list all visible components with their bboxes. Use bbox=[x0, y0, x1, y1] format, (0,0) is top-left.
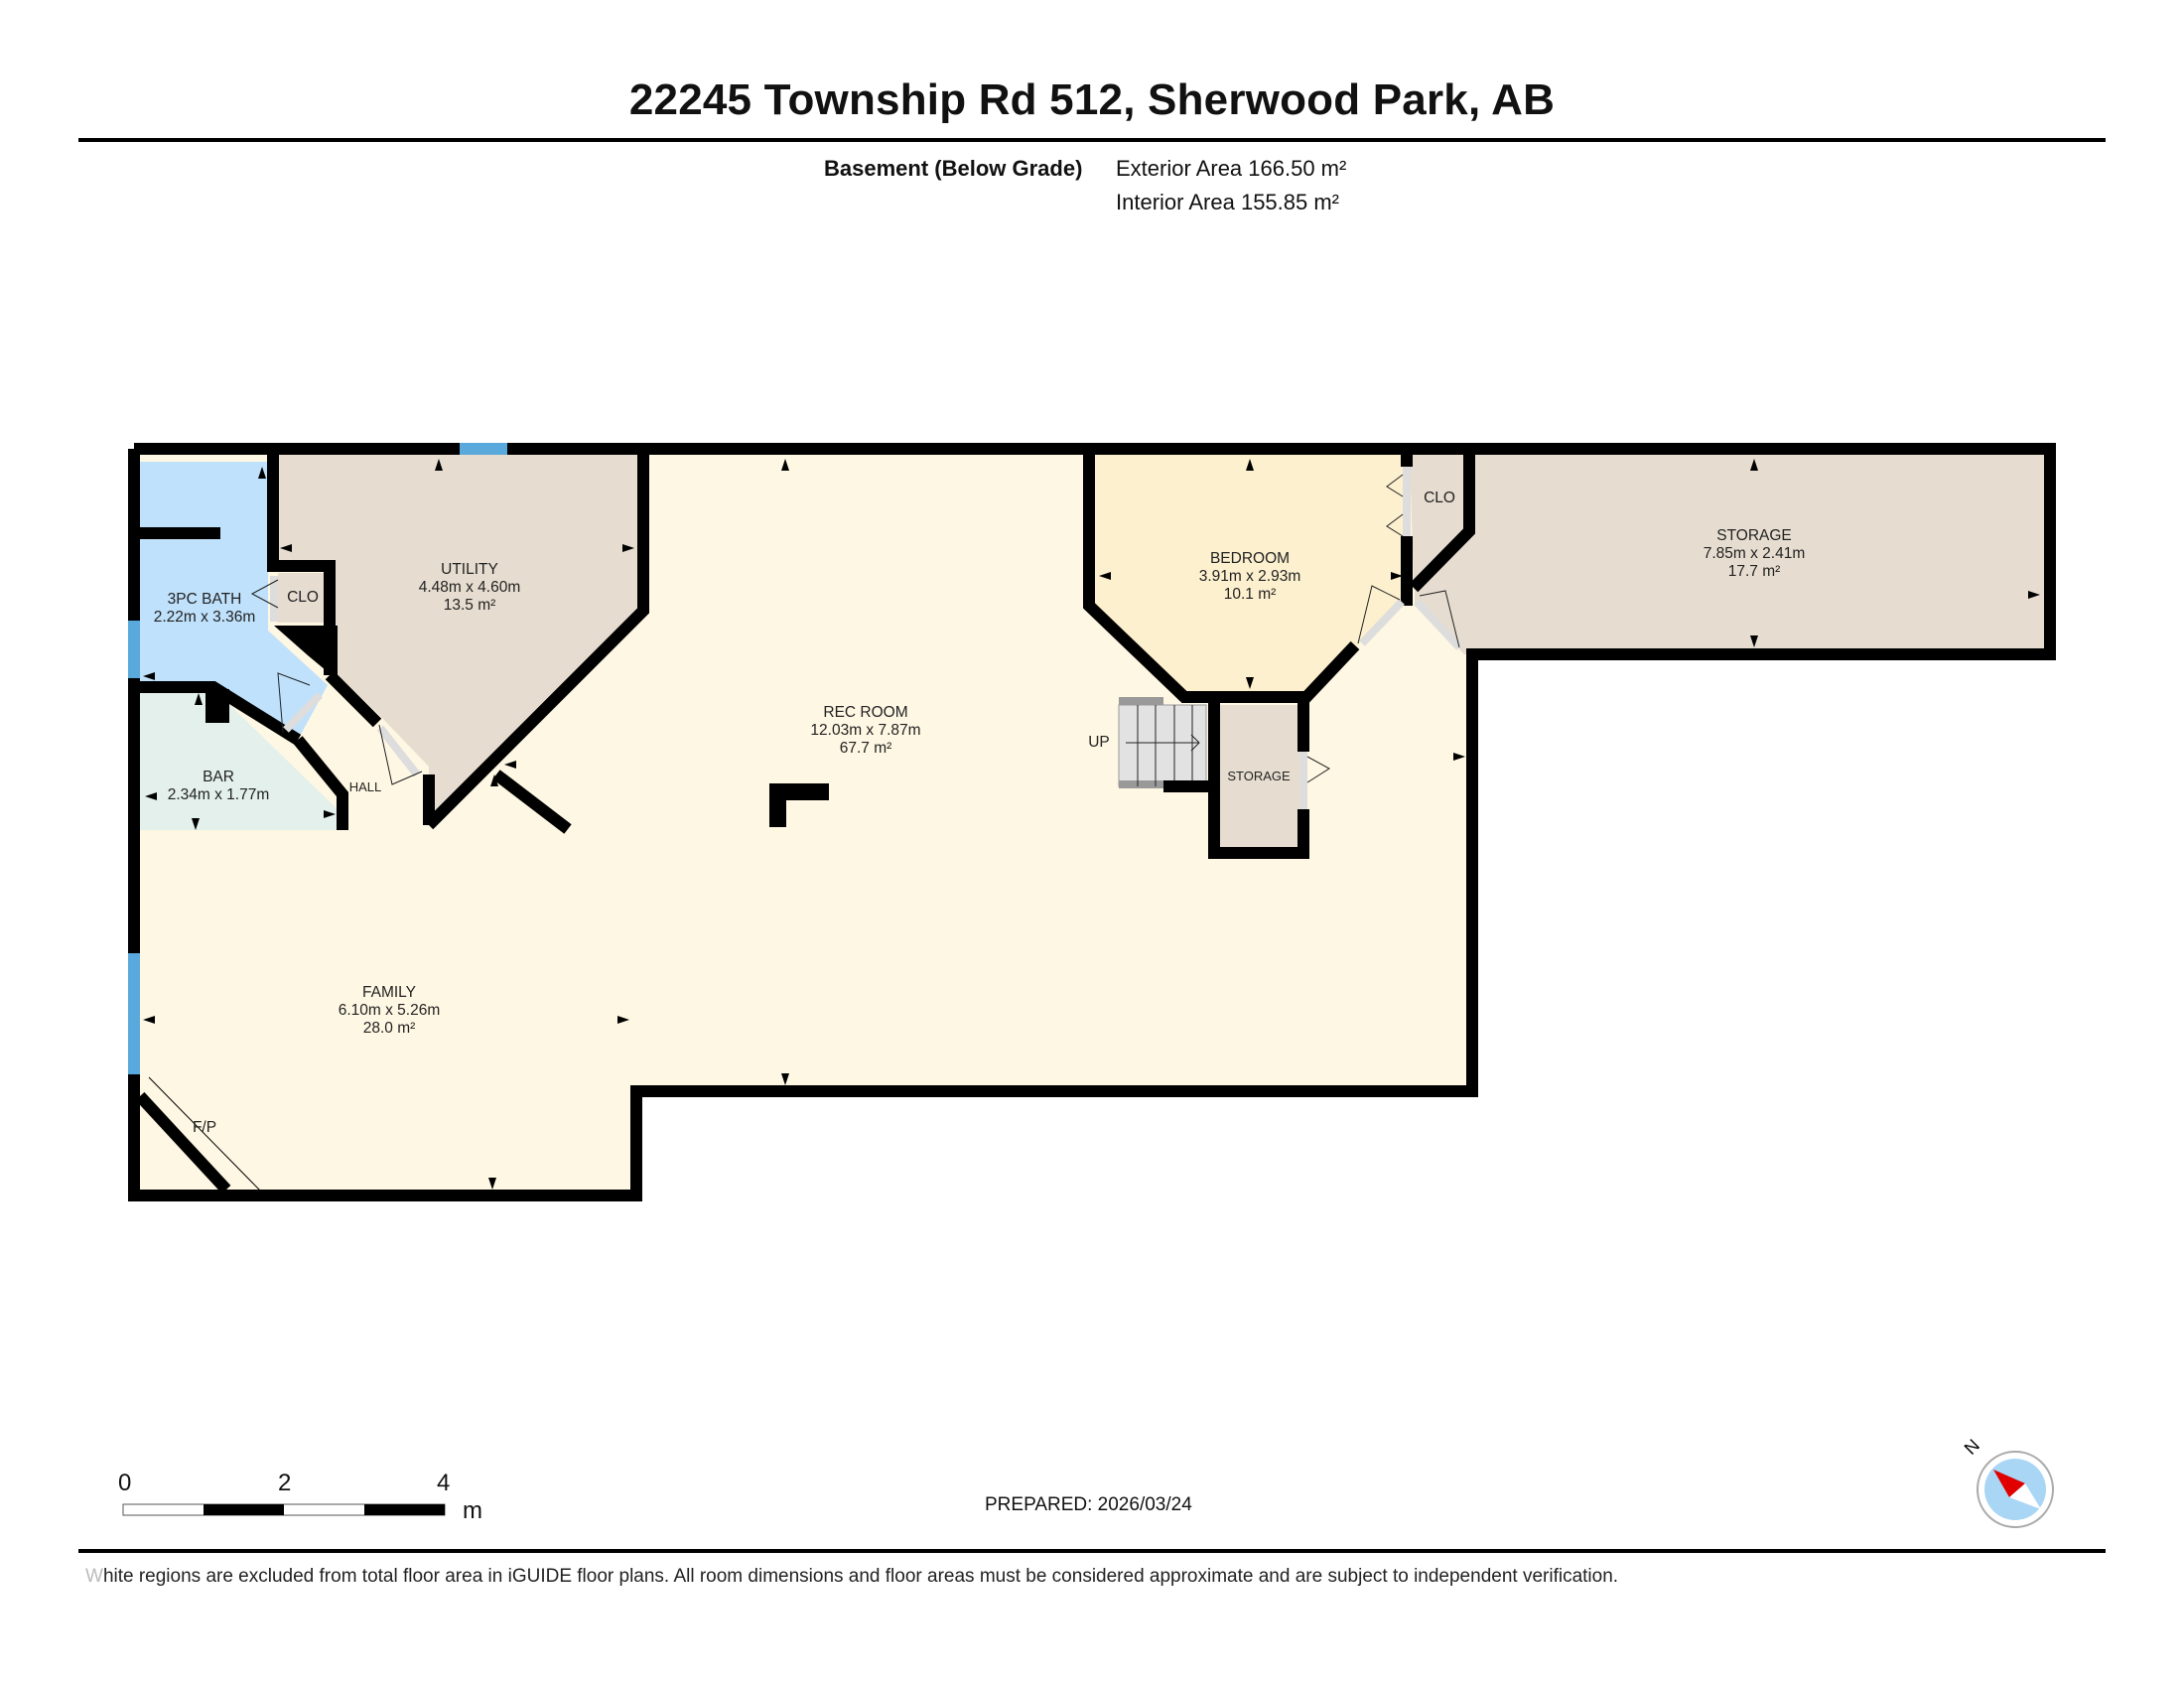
bath-closet-floor bbox=[278, 573, 330, 623]
bedroom-floor bbox=[1089, 455, 1407, 697]
window-bath bbox=[128, 621, 140, 678]
level-label: Basement (Below Grade) bbox=[824, 156, 1083, 181]
header-divider bbox=[78, 138, 2106, 142]
disclaimer: White regions are excluded from total fl… bbox=[85, 1566, 1619, 1587]
exterior-area: Exterior Area 166.50 m² bbox=[1116, 156, 1347, 181]
page-title: 22245 Township Rd 512, Sherwood Park, AB bbox=[628, 75, 1556, 124]
scale-bar bbox=[122, 1503, 446, 1516]
utility-dims: 4.48m x 4.60m bbox=[419, 579, 521, 596]
hall-name: HALL bbox=[349, 779, 382, 794]
rec-column-2 bbox=[769, 783, 786, 827]
scale-tick-0: 0 bbox=[118, 1470, 132, 1496]
compass-north-label: N bbox=[1961, 1435, 1983, 1458]
scale-unit: m bbox=[463, 1497, 482, 1524]
storage-small-floor bbox=[1220, 705, 1303, 850]
scale-tick-2: 2 bbox=[278, 1470, 292, 1496]
window-family bbox=[128, 953, 140, 1074]
bedroom-area: 10.1 m² bbox=[1224, 586, 1277, 603]
scale-tick-4: 4 bbox=[437, 1470, 451, 1496]
family-area: 28.0 m² bbox=[363, 1020, 416, 1037]
utility-name: UTILITY bbox=[441, 561, 498, 578]
storage-large-name: STORAGE bbox=[1716, 527, 1792, 544]
stairs-label: UP bbox=[1088, 734, 1110, 751]
stairs[interactable] bbox=[1118, 697, 1207, 788]
bar-dims: 2.34m x 1.77m bbox=[168, 786, 270, 803]
bar-wall-block bbox=[205, 689, 229, 723]
bedroom-closet-floor bbox=[1410, 455, 1469, 586]
bedroom-closet-name: CLO bbox=[1424, 490, 1455, 506]
storage-large-floor bbox=[1415, 449, 2050, 654]
rec-room-dims: 12.03m x 7.87m bbox=[810, 722, 920, 739]
fireplace-label: F/P bbox=[193, 1119, 216, 1136]
bath-wall-block bbox=[274, 626, 338, 680]
bar-name: BAR bbox=[203, 769, 234, 785]
bar-floor bbox=[140, 689, 342, 830]
family-name: FAMILY bbox=[362, 984, 416, 1001]
dimension-arrows bbox=[143, 459, 2040, 1190]
utility-floor bbox=[273, 455, 643, 825]
bath-name: 3PC BATH bbox=[168, 591, 242, 608]
room-labels: 3PC BATH 2.22m x 3.36m CLO UTILITY 4.48m… bbox=[154, 490, 1806, 1136]
storage-large-area: 17.7 m² bbox=[1728, 563, 1781, 580]
storage-large-dims: 7.85m x 2.41m bbox=[1704, 545, 1806, 562]
bedroom-name: BEDROOM bbox=[1210, 550, 1290, 567]
family-dims: 6.10m x 5.26m bbox=[339, 1002, 441, 1019]
window-utility bbox=[460, 443, 507, 455]
rec-room-area: 67.7 m² bbox=[840, 740, 892, 757]
storage-small-name: STORAGE bbox=[1227, 769, 1291, 783]
compass-icon: N bbox=[1961, 1435, 2054, 1528]
bath-closet-name: CLO bbox=[287, 589, 319, 606]
bedroom-dims: 3.91m x 2.93m bbox=[1199, 568, 1301, 585]
interior-area: Interior Area 155.85 m² bbox=[1116, 190, 1340, 214]
bath-dims: 2.22m x 3.36m bbox=[154, 609, 256, 626]
footer-divider bbox=[78, 1549, 2106, 1553]
rec-room-name: REC ROOM bbox=[823, 704, 907, 721]
walls bbox=[128, 443, 2056, 1201]
prepared-date: PREPARED: 2026/03/24 bbox=[985, 1494, 1192, 1515]
utility-area: 13.5 m² bbox=[444, 597, 496, 614]
doors[interactable] bbox=[250, 467, 1462, 809]
